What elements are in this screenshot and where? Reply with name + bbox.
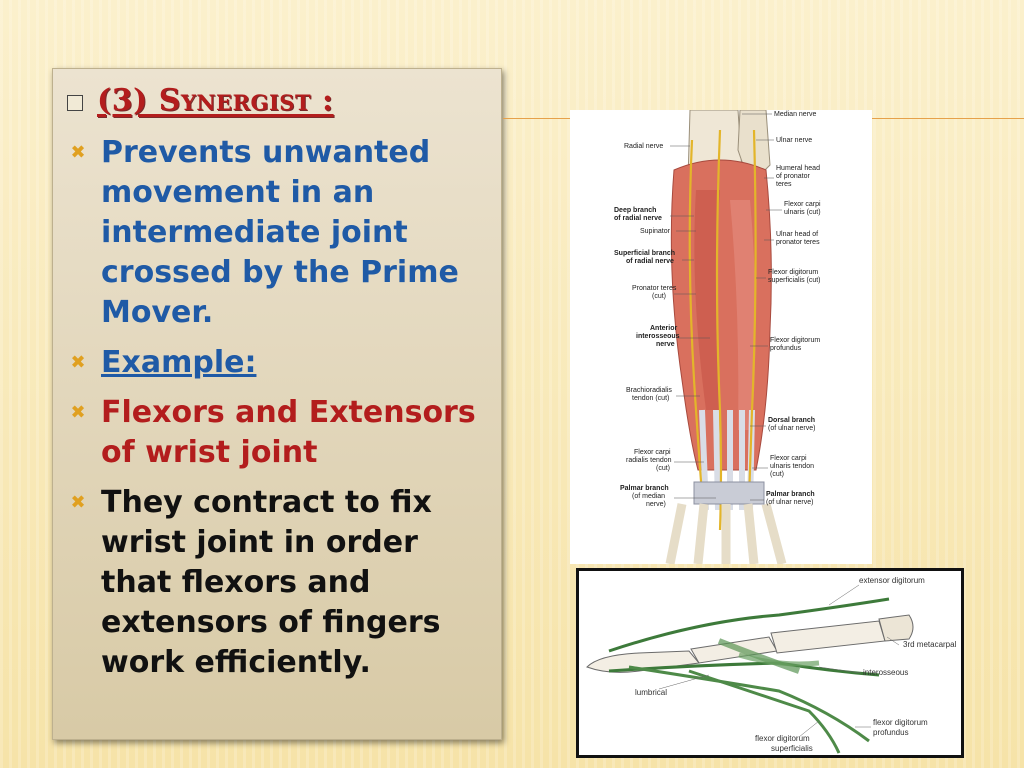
label-fds: flexor digitorum — [755, 734, 810, 743]
label-deep-branch: Deep branch — [614, 207, 656, 214]
label-interosseous: interosseous — [636, 333, 680, 340]
leader-lines — [670, 113, 782, 501]
label-humeral-head: Humeral head — [776, 165, 820, 172]
list-item: ✖ They contract to fix wrist joint in or… — [67, 483, 487, 683]
left-labels: Radial nerve Deep branch of radial nerve… — [614, 143, 680, 508]
label-fcr-tendon-2: radialis tendon — [626, 457, 672, 464]
label-median-nerve: Median nerve — [774, 111, 817, 118]
label-fcu-tendon: Flexor carpi — [770, 455, 807, 462]
label-deep-branch-2: of radial nerve — [614, 215, 662, 222]
finger-tendon-figure: extensor digitorum 3rd metacarpal intero… — [576, 568, 964, 758]
label-pronator-teres: Pronator teres — [632, 285, 677, 292]
label-fds-2: superficialis — [771, 744, 813, 753]
bullet-text: Prevents unwanted movement in an interme… — [101, 135, 459, 330]
forearm-illustration: Radial nerve Deep branch of radial nerve… — [614, 110, 821, 564]
label-dorsal-branch: Dorsal branch — [768, 417, 815, 424]
label-3rd-metacarpal: 3rd metacarpal — [903, 640, 957, 649]
label-fdp-2: profundus — [770, 345, 802, 352]
label-radial-nerve: Radial nerve — [624, 143, 663, 150]
list-item: ✖ Example: — [67, 343, 487, 383]
label-lumbrical: lumbrical — [635, 688, 667, 697]
title-row: (3) Synergist : — [67, 83, 334, 118]
label-humeral-head-2: of pronator — [776, 173, 811, 180]
label-fcu-tendon-3: (cut) — [770, 471, 784, 478]
x-bullet-icon: ✖ — [70, 352, 86, 373]
label-fcr-tendon-3: (cut) — [656, 465, 670, 472]
bullet-list: ✖ Prevents unwanted movement in an inter… — [67, 133, 487, 693]
label-brachioradialis: Brachioradialis — [626, 387, 672, 394]
bullet-text: Flexors and Extensors of wrist joint — [101, 395, 476, 470]
label-fdp: Flexor digitorum — [770, 337, 820, 344]
bullet-text: Example: — [101, 345, 257, 380]
label-fcu: Flexor carpi — [784, 201, 821, 208]
label-anterior: Anterior — [650, 325, 678, 332]
finger-illustration: extensor digitorum 3rd metacarpal intero… — [586, 576, 957, 754]
label-ulnar-head: Ulnar head of — [776, 231, 818, 238]
right-labels: Median nerve Ulnar nerve Humeral head of… — [766, 111, 821, 506]
label-fcr-tendon: Flexor carpi — [634, 449, 671, 456]
label-dorsal-branch-2: (of ulnar nerve) — [768, 425, 815, 432]
x-bullet-icon: ✖ — [70, 492, 86, 513]
label-pronator-teres-2: (cut) — [652, 293, 666, 300]
checkbox-bullet-icon — [67, 94, 83, 111]
label-extensor-digitorum: extensor digitorum — [859, 576, 925, 585]
label-palmar-branch-median: Palmar branch — [620, 485, 669, 492]
bullet-text: They contract to fix wrist joint in orde… — [101, 485, 441, 680]
label-nerve: nerve — [656, 341, 675, 348]
label-superficial-branch: Superficial branch — [614, 250, 675, 257]
label-palmar-branch-median-3: nerve) — [646, 501, 666, 508]
list-item: ✖ Prevents unwanted movement in an inter… — [67, 133, 487, 333]
label-humeral-head-3: teres — [776, 181, 792, 188]
slide-title: (3) Synergist : — [97, 83, 334, 118]
forearm-anatomy-figure: Radial nerve Deep branch of radial nerve… — [570, 110, 872, 564]
label-palmar-branch-median-2: (of median — [632, 493, 665, 500]
x-bullet-icon: ✖ — [70, 142, 86, 163]
leader-lines — [658, 584, 900, 738]
label-fdp-2: profundus — [873, 728, 909, 737]
label-palmar-branch-ulnar: Palmar branch — [766, 491, 815, 498]
x-bullet-icon: ✖ — [70, 402, 86, 423]
content-panel: (3) Synergist : ✖ Prevents unwanted move… — [52, 68, 502, 740]
label-supinator: Supinator — [640, 228, 671, 235]
label-interosseous: interosseous — [863, 668, 908, 677]
label-ulnar-head-2: pronator teres — [776, 239, 820, 246]
label-brachioradialis-2: tendon (cut) — [632, 395, 669, 402]
label-fds-2: superficialis (cut) — [768, 277, 821, 284]
label-fdp: flexor digitorum — [873, 718, 928, 727]
label-fcu-tendon-2: ulnaris tendon — [770, 463, 814, 470]
label-fcu-2: ulnaris (cut) — [784, 209, 821, 216]
label-superficial-branch-2: of radial nerve — [626, 258, 674, 265]
list-item: ✖ Flexors and Extensors of wrist joint — [67, 393, 487, 473]
label-fds: Flexor digitorum — [768, 269, 818, 276]
label-palmar-branch-ulnar-2: (of ulnar nerve) — [766, 499, 813, 506]
label-ulnar-nerve: Ulnar nerve — [776, 137, 812, 144]
